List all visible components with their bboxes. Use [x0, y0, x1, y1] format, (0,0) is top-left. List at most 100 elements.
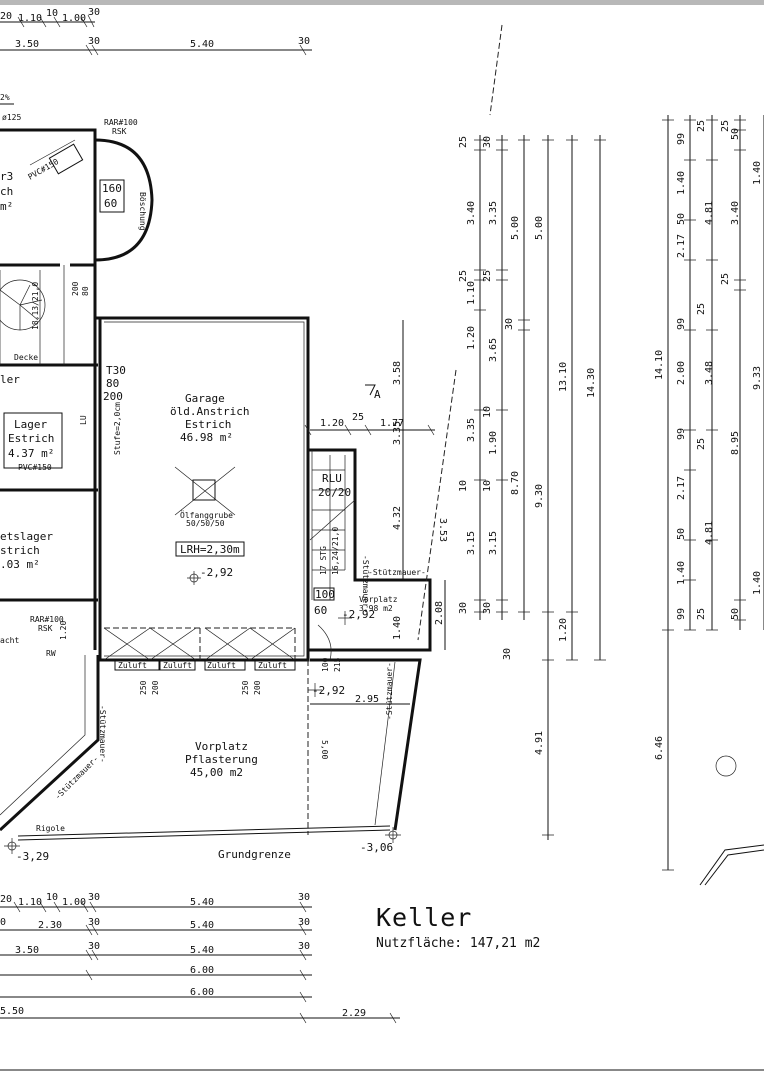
plan-label: 3.15: [488, 531, 499, 555]
plan-label: ch: [0, 185, 13, 198]
plan-label: 4.81: [704, 521, 715, 545]
plan-label: 6.00: [190, 987, 214, 998]
plan-label: 1.90: [488, 431, 499, 455]
plan-label: Böschung: [138, 192, 147, 231]
plan-label: Estrich: [8, 432, 54, 445]
plan-label: -3,29: [16, 850, 49, 863]
plan-label: 0: [0, 917, 6, 928]
plan-label: RW: [46, 649, 56, 658]
plan-label: 30: [298, 36, 310, 47]
plan-label: 5.00: [510, 216, 521, 240]
plan-label: 2.08: [434, 601, 445, 625]
plan-label: -2,92: [200, 566, 233, 579]
plan-label: 25: [720, 120, 731, 132]
plan-label: 25: [458, 270, 469, 282]
plan-label: 1.10: [18, 13, 42, 24]
plan-label: 5.00: [534, 216, 545, 240]
plan-label: 1.00: [62, 13, 86, 24]
plan-label: 17 STG: [319, 546, 328, 575]
plan-label: 3.40: [730, 201, 741, 225]
plan-label: Grundgrenze: [218, 848, 291, 861]
plan-label: Zuluft: [207, 661, 236, 670]
plan-label: 16,24/21,0: [331, 527, 340, 575]
plan-label: 2.29: [342, 1008, 366, 1019]
plan-label: 2.17: [676, 234, 687, 258]
plan-label: 30: [88, 917, 100, 928]
plan-label: 46.98 m²: [180, 431, 233, 444]
plan-label: 25: [720, 273, 731, 285]
plan-label: 200: [151, 680, 160, 695]
forecourt: Vorplatz Pflasterung 45,00 m2 5,00 -Stüt…: [4, 658, 422, 863]
plan-label: 215: [333, 657, 342, 672]
plan-label: Vorplatz: [195, 740, 248, 753]
plan-label: 50: [730, 128, 741, 140]
plan-label: Zuluft: [258, 661, 287, 670]
plan-label: 1.40: [752, 161, 763, 185]
plan-label: 6.46: [654, 736, 665, 760]
plan-label: -Stützmauer-: [385, 662, 394, 720]
plan-label: 3.15: [466, 531, 477, 555]
plan-label: 4.32: [392, 506, 403, 530]
plan-label: 30: [88, 941, 100, 952]
plan-label: Ölfanggrube: [180, 510, 233, 520]
plan-label: 30: [88, 892, 100, 903]
plan-label: 1.20: [320, 418, 344, 429]
plan-label: 45,00 m2: [190, 766, 243, 779]
plan-label: 200: [253, 680, 262, 695]
plan-label: 5,00: [320, 740, 329, 759]
plan-label: 3,98 m2: [359, 604, 393, 613]
plan-label: 1.20: [466, 326, 477, 350]
plan-label: 3.48: [704, 361, 715, 385]
plan-label: 3.50: [15, 945, 39, 956]
plan-label: -2,92: [342, 608, 375, 621]
plan-label: 1.40: [676, 171, 687, 195]
plan-label: 200: [71, 281, 80, 296]
plan-label: 30: [298, 892, 310, 903]
plan-label: LRH=2,30m: [180, 543, 240, 556]
plan-label: 10: [46, 892, 58, 903]
plan-label: 50/50/50: [186, 519, 225, 528]
plan-label: 8.95: [730, 431, 741, 455]
plan-label: 60: [104, 197, 117, 210]
plan-label: strich: [0, 544, 40, 557]
plan-label: ler: [0, 373, 20, 386]
plan-label: RSK: [112, 127, 127, 136]
plan-label: 30: [458, 602, 469, 614]
plan-label: 99: [676, 133, 687, 145]
plan-label: 4.81: [704, 201, 715, 225]
plan-label: 250: [241, 680, 250, 695]
right-dimensions: 14.10 6.46 99 1.40 50 2.17 99 2.00 99 2.…: [654, 115, 764, 886]
plan-label: 4.37 m²: [8, 447, 54, 460]
plan-label: 20: [0, 894, 12, 905]
plan-label: 30: [88, 36, 100, 47]
plan-label: -Stützmauer-: [361, 555, 370, 613]
plan-label: 3.50: [15, 39, 39, 50]
plan-label: -2,92: [312, 684, 345, 697]
plan-label: 10: [46, 8, 58, 19]
plan-label: 80: [81, 286, 90, 296]
plan-label: 5.50: [0, 1006, 24, 1017]
plan-label: Decke: [14, 353, 38, 362]
plan-label: 1.00: [62, 897, 86, 908]
plan-label: 25: [696, 120, 707, 132]
plan-label: 25: [696, 608, 707, 620]
plan-label: 13.10: [558, 362, 569, 392]
plan-label: 1.10: [466, 281, 477, 305]
plan-label: 25: [482, 270, 493, 282]
top-edge: [0, 0, 764, 5]
plan-label: 5.40: [190, 897, 214, 908]
plan-label: 200: [103, 390, 123, 403]
plan-label: 2.30: [38, 920, 62, 931]
plan-label: 9.30: [534, 484, 545, 508]
plan-label: 99: [676, 318, 687, 330]
plan-label: 4.91: [534, 731, 545, 755]
plan-label: 25: [696, 438, 707, 450]
vertical-dimensions: 25 3.40 25 1.10 1.20 3.35 10 3.15 30 30 …: [458, 135, 606, 840]
plan-label: 2.00: [676, 361, 687, 385]
plan-label: Garage: [185, 392, 225, 405]
plan-label: 3.35: [466, 418, 477, 442]
plan-label: 25: [352, 412, 364, 423]
plan-label: 5.40: [190, 920, 214, 931]
plan-label: 30: [298, 941, 310, 952]
plan-label: RSK: [38, 624, 53, 633]
